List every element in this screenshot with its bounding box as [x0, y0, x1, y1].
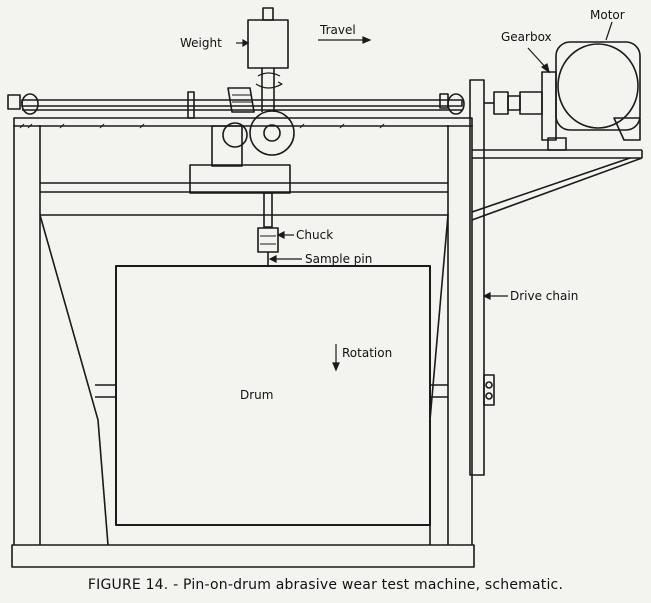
coupling	[484, 91, 543, 115]
motor	[555, 41, 641, 141]
drive-chain	[469, 79, 495, 476]
right-frame	[429, 125, 473, 545]
spindle	[247, 7, 289, 228]
label-drum: Drum	[240, 388, 273, 402]
figure-caption: FIGURE 14. - Pin-on-drum abrasive wear t…	[87, 577, 564, 593]
gearbox	[541, 71, 557, 141]
label-gearbox: Gearbox	[501, 30, 552, 44]
top-table	[13, 117, 473, 127]
label-chuck: Chuck	[296, 228, 333, 242]
label-sample-pin: Sample pin	[305, 252, 372, 266]
carriage	[189, 87, 295, 194]
label-weight: Weight	[180, 36, 222, 50]
motor-bracket	[471, 149, 643, 221]
left-frame	[13, 125, 115, 546]
label-drive-chain: Drive chain	[510, 289, 578, 303]
chuck-assembly	[257, 227, 279, 266]
label-travel: Travel	[319, 23, 356, 37]
base-plate	[11, 544, 475, 568]
weight-block	[247, 19, 289, 69]
label-motor: Motor	[590, 8, 625, 22]
drum	[115, 265, 431, 526]
lead-screw	[7, 91, 465, 129]
label-rotation: Rotation	[342, 346, 392, 360]
